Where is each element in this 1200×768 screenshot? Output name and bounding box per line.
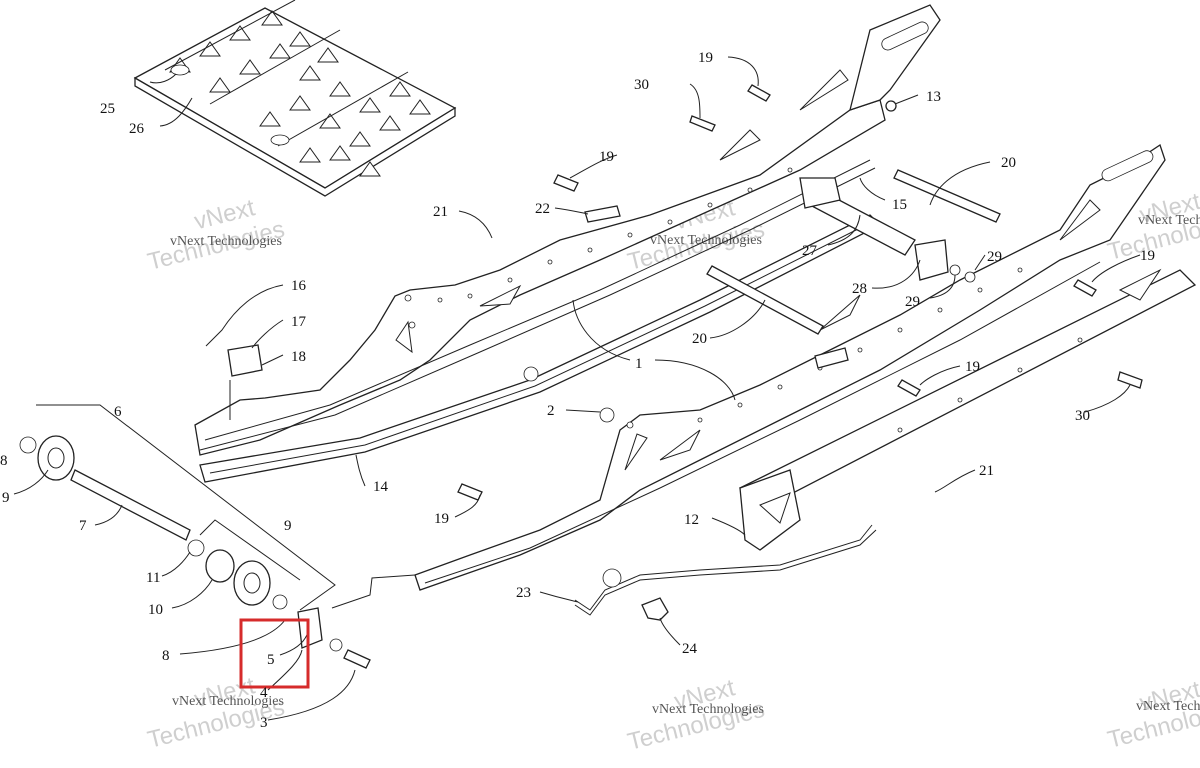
track-clip-pad	[133, 0, 457, 197]
callout-9-right: 9	[284, 518, 292, 534]
callout-21-right: 21	[979, 463, 994, 479]
callout-8-left: 8	[0, 453, 8, 469]
watermark-3: vNext Technologies	[145, 672, 287, 754]
callout-17: 17	[291, 314, 307, 330]
stop-bumper-24	[641, 597, 669, 621]
bolt-30-right	[1117, 371, 1143, 389]
watermark-text-4: vNext Technologies	[652, 702, 764, 717]
leader-lines	[13, 56, 1141, 721]
bolt-19-upper-left	[553, 174, 579, 192]
callout-19-mid: 19	[965, 359, 980, 375]
rail-top-bar	[814, 347, 849, 369]
callout-4: 4	[260, 685, 268, 701]
callout-20-upper: 20	[1001, 155, 1016, 171]
watermark-text-1: vNext Technologies	[170, 234, 282, 249]
callout-29-bottom: 29	[905, 294, 920, 310]
callout-24: 24	[682, 641, 698, 657]
callout-5: 5	[267, 652, 275, 668]
idler-assembly	[19, 435, 371, 669]
callout-20-lower: 20	[692, 331, 707, 347]
callout-9-left: 9	[2, 490, 10, 506]
wear-pad-22	[584, 205, 621, 223]
callout-8-bottom: 8	[162, 648, 170, 664]
callout-7: 7	[79, 518, 87, 534]
bolt-19-left	[457, 483, 483, 501]
callout-21-left: 21	[433, 204, 448, 220]
bolt-19-top	[747, 84, 771, 102]
callout-23: 23	[516, 585, 531, 601]
callout-19-upper-left: 19	[599, 149, 614, 165]
callout-labels: 1 2 3 4 5 6 7 8 8 9 9 10 11 12 13 14 15 …	[0, 50, 1155, 731]
callout-19-top: 19	[698, 50, 713, 66]
watermark-1: vNext Technologies	[145, 194, 287, 276]
cross-shaft-20-upper	[893, 169, 1001, 223]
left-rail	[194, 4, 941, 456]
bolt-19-right	[1073, 279, 1097, 297]
callout-18: 18	[291, 349, 306, 365]
callout-30-top: 30	[634, 77, 649, 93]
callout-19-right: 19	[1140, 248, 1155, 264]
callout-14: 14	[373, 479, 389, 495]
callout-13: 13	[926, 89, 941, 105]
right-rail	[414, 143, 1166, 591]
spring-rod-23	[574, 524, 877, 616]
watermark-text-3: vNext Technologies	[172, 694, 284, 709]
right-slide	[738, 268, 1197, 551]
callout-11: 11	[146, 570, 160, 586]
callout-10: 10	[148, 602, 163, 618]
callout-30-right: 30	[1075, 408, 1090, 424]
callout-27: 27	[802, 243, 818, 259]
callout-22: 22	[535, 201, 550, 217]
callout-28: 28	[852, 281, 867, 297]
highlight-box	[239, 618, 310, 689]
callout-26: 26	[129, 121, 145, 137]
watermark-text-6: vNext Technologies	[1136, 699, 1200, 714]
callout-15: 15	[892, 197, 907, 213]
cross-shaft-27	[799, 177, 976, 283]
callout-12: 12	[684, 512, 699, 528]
watermark-text-5: vNext Technologies	[1138, 213, 1200, 228]
callout-19-left: 19	[434, 511, 449, 527]
callout-2: 2	[547, 403, 555, 419]
bolt-30-upper	[689, 115, 716, 132]
bolt-19-mid	[897, 379, 921, 397]
callout-25: 25	[100, 101, 115, 117]
nut-13	[885, 100, 897, 112]
washer-2	[523, 366, 615, 423]
callout-6: 6	[114, 404, 122, 420]
callout-16: 16	[291, 278, 307, 294]
callout-29-right: 29	[987, 249, 1002, 265]
callout-3: 3	[260, 715, 268, 731]
block-17	[227, 344, 263, 377]
callout-1: 1	[635, 356, 643, 372]
